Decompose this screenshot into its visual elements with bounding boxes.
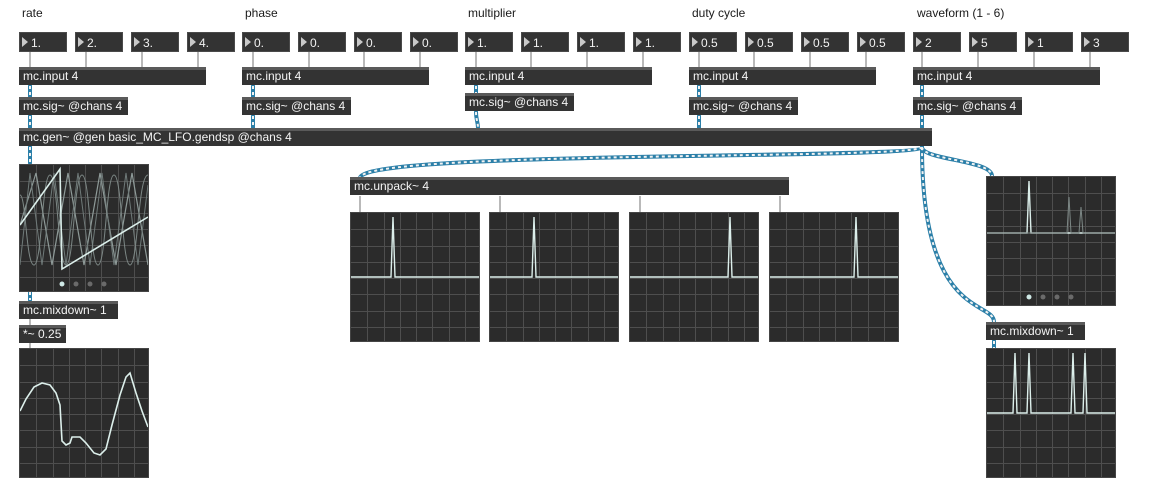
label-waveform: waveform (1 - 6) [917,6,1005,20]
scope-grid [351,213,479,341]
number-box-duty-3[interactable]: 0.5 [801,32,849,52]
label-multiplier: multiplier [468,6,517,20]
scope-mc-right-graph [987,177,1115,305]
scope-grid [987,349,1115,477]
scope-mc-right[interactable] [986,176,1116,306]
number-arrow-icon [245,37,251,47]
scope-grid [490,213,618,341]
number-arrow-icon [22,37,28,47]
number-box-phase-2[interactable]: 0. [298,32,346,52]
number-arrow-icon [1084,37,1090,47]
scope-channel-1[interactable] [350,212,480,342]
number-box-duty-1[interactable]: 0.5 [689,32,737,52]
scope-channel-2-graph [490,213,618,341]
number-arrow-icon [972,37,978,47]
mc-sig-phase[interactable]: mc.sig~ @chans 4 [242,97,351,115]
number-arrow-icon [468,37,474,47]
mc-mixdown-right[interactable]: mc.mixdown~ 1 [986,322,1085,340]
mc-sig-waveform[interactable]: mc.sig~ @chans 4 [913,97,1022,115]
scope-grid [770,213,898,341]
mc-input-rate[interactable]: mc.input 4 [19,67,206,85]
number-arrow-icon [190,37,196,47]
number-arrow-icon [78,37,84,47]
number-box-rate-4[interactable]: 4. [187,32,235,52]
number-arrow-icon [134,37,140,47]
scope-channel-2[interactable] [489,212,619,342]
mc-input-phase[interactable]: mc.input 4 [242,67,429,85]
multiply-object[interactable]: *~ 0.25 [19,325,66,343]
number-box-waveform-3[interactable]: 1 [1025,32,1073,52]
number-arrow-icon [301,37,307,47]
number-box-phase-3[interactable]: 0. [354,32,402,52]
number-box-waveform-2[interactable]: 5 [969,32,1017,52]
mc-sig-rate[interactable]: mc.sig~ @chans 4 [19,97,128,115]
scope-channel-4[interactable] [769,212,899,342]
number-arrow-icon [524,37,530,47]
mc-mixdown-left[interactable]: mc.mixdown~ 1 [19,301,118,319]
number-box-multiplier-2[interactable]: 1. [521,32,569,52]
scope-channel-4-graph [770,213,898,341]
mc-unpack-object[interactable]: mc.unpack~ 4 [350,177,789,195]
number-arrow-icon [580,37,586,47]
scope-mixdown-left[interactable] [19,348,149,478]
mc-sig-multiplier[interactable]: mc.sig~ @chans 4 [465,93,574,111]
mc-gen-object[interactable]: mc.gen~ @gen basic_MC_LFO.gendsp @chans … [19,128,932,146]
number-arrow-icon [357,37,363,47]
scope-channel-1-graph [351,213,479,341]
label-duty-cycle: duty cycle [692,6,746,20]
scope-mixdown-right-graph [987,349,1115,477]
number-box-multiplier-1[interactable]: 1. [465,32,513,52]
number-box-rate-1[interactable]: 1. [19,32,67,52]
number-box-multiplier-4[interactable]: 1. [633,32,681,52]
scope-mc-lfo-graph [20,165,148,291]
scope-channel-3-graph [630,213,758,341]
number-box-phase-4[interactable]: 0. [410,32,458,52]
mc-input-waveform[interactable]: mc.input 4 [913,67,1100,85]
number-box-duty-4[interactable]: 0.5 [857,32,905,52]
mc-input-multiplier[interactable]: mc.input 4 [465,67,652,85]
number-box-duty-2[interactable]: 0.5 [745,32,793,52]
number-arrow-icon [1028,37,1034,47]
scope-grid [20,349,148,477]
number-box-rate-3[interactable]: 3. [131,32,179,52]
scope-channel-3[interactable] [629,212,759,342]
label-phase: phase [245,6,278,20]
number-arrow-icon [692,37,698,47]
scope-grid [987,177,1115,305]
number-box-rate-2[interactable]: 2. [75,32,123,52]
number-box-phase-1[interactable]: 0. [242,32,290,52]
number-arrow-icon [860,37,866,47]
label-rate: rate [22,6,43,20]
number-arrow-icon [636,37,642,47]
number-arrow-icon [748,37,754,47]
scope-mixdown-right[interactable] [986,348,1116,478]
scope-mc-lfo[interactable] [19,164,149,292]
mc-sig-duty[interactable]: mc.sig~ @chans 4 [689,97,798,115]
mc-input-duty[interactable]: mc.input 4 [689,67,876,85]
number-arrow-icon [916,37,922,47]
number-arrow-icon [413,37,419,47]
number-box-multiplier-3[interactable]: 1. [577,32,625,52]
number-arrow-icon [804,37,810,47]
scope-grid [630,213,758,341]
scope-mixdown-left-graph [20,349,148,477]
number-box-waveform-1[interactable]: 2 [913,32,961,52]
number-box-waveform-4[interactable]: 3 [1081,32,1129,52]
